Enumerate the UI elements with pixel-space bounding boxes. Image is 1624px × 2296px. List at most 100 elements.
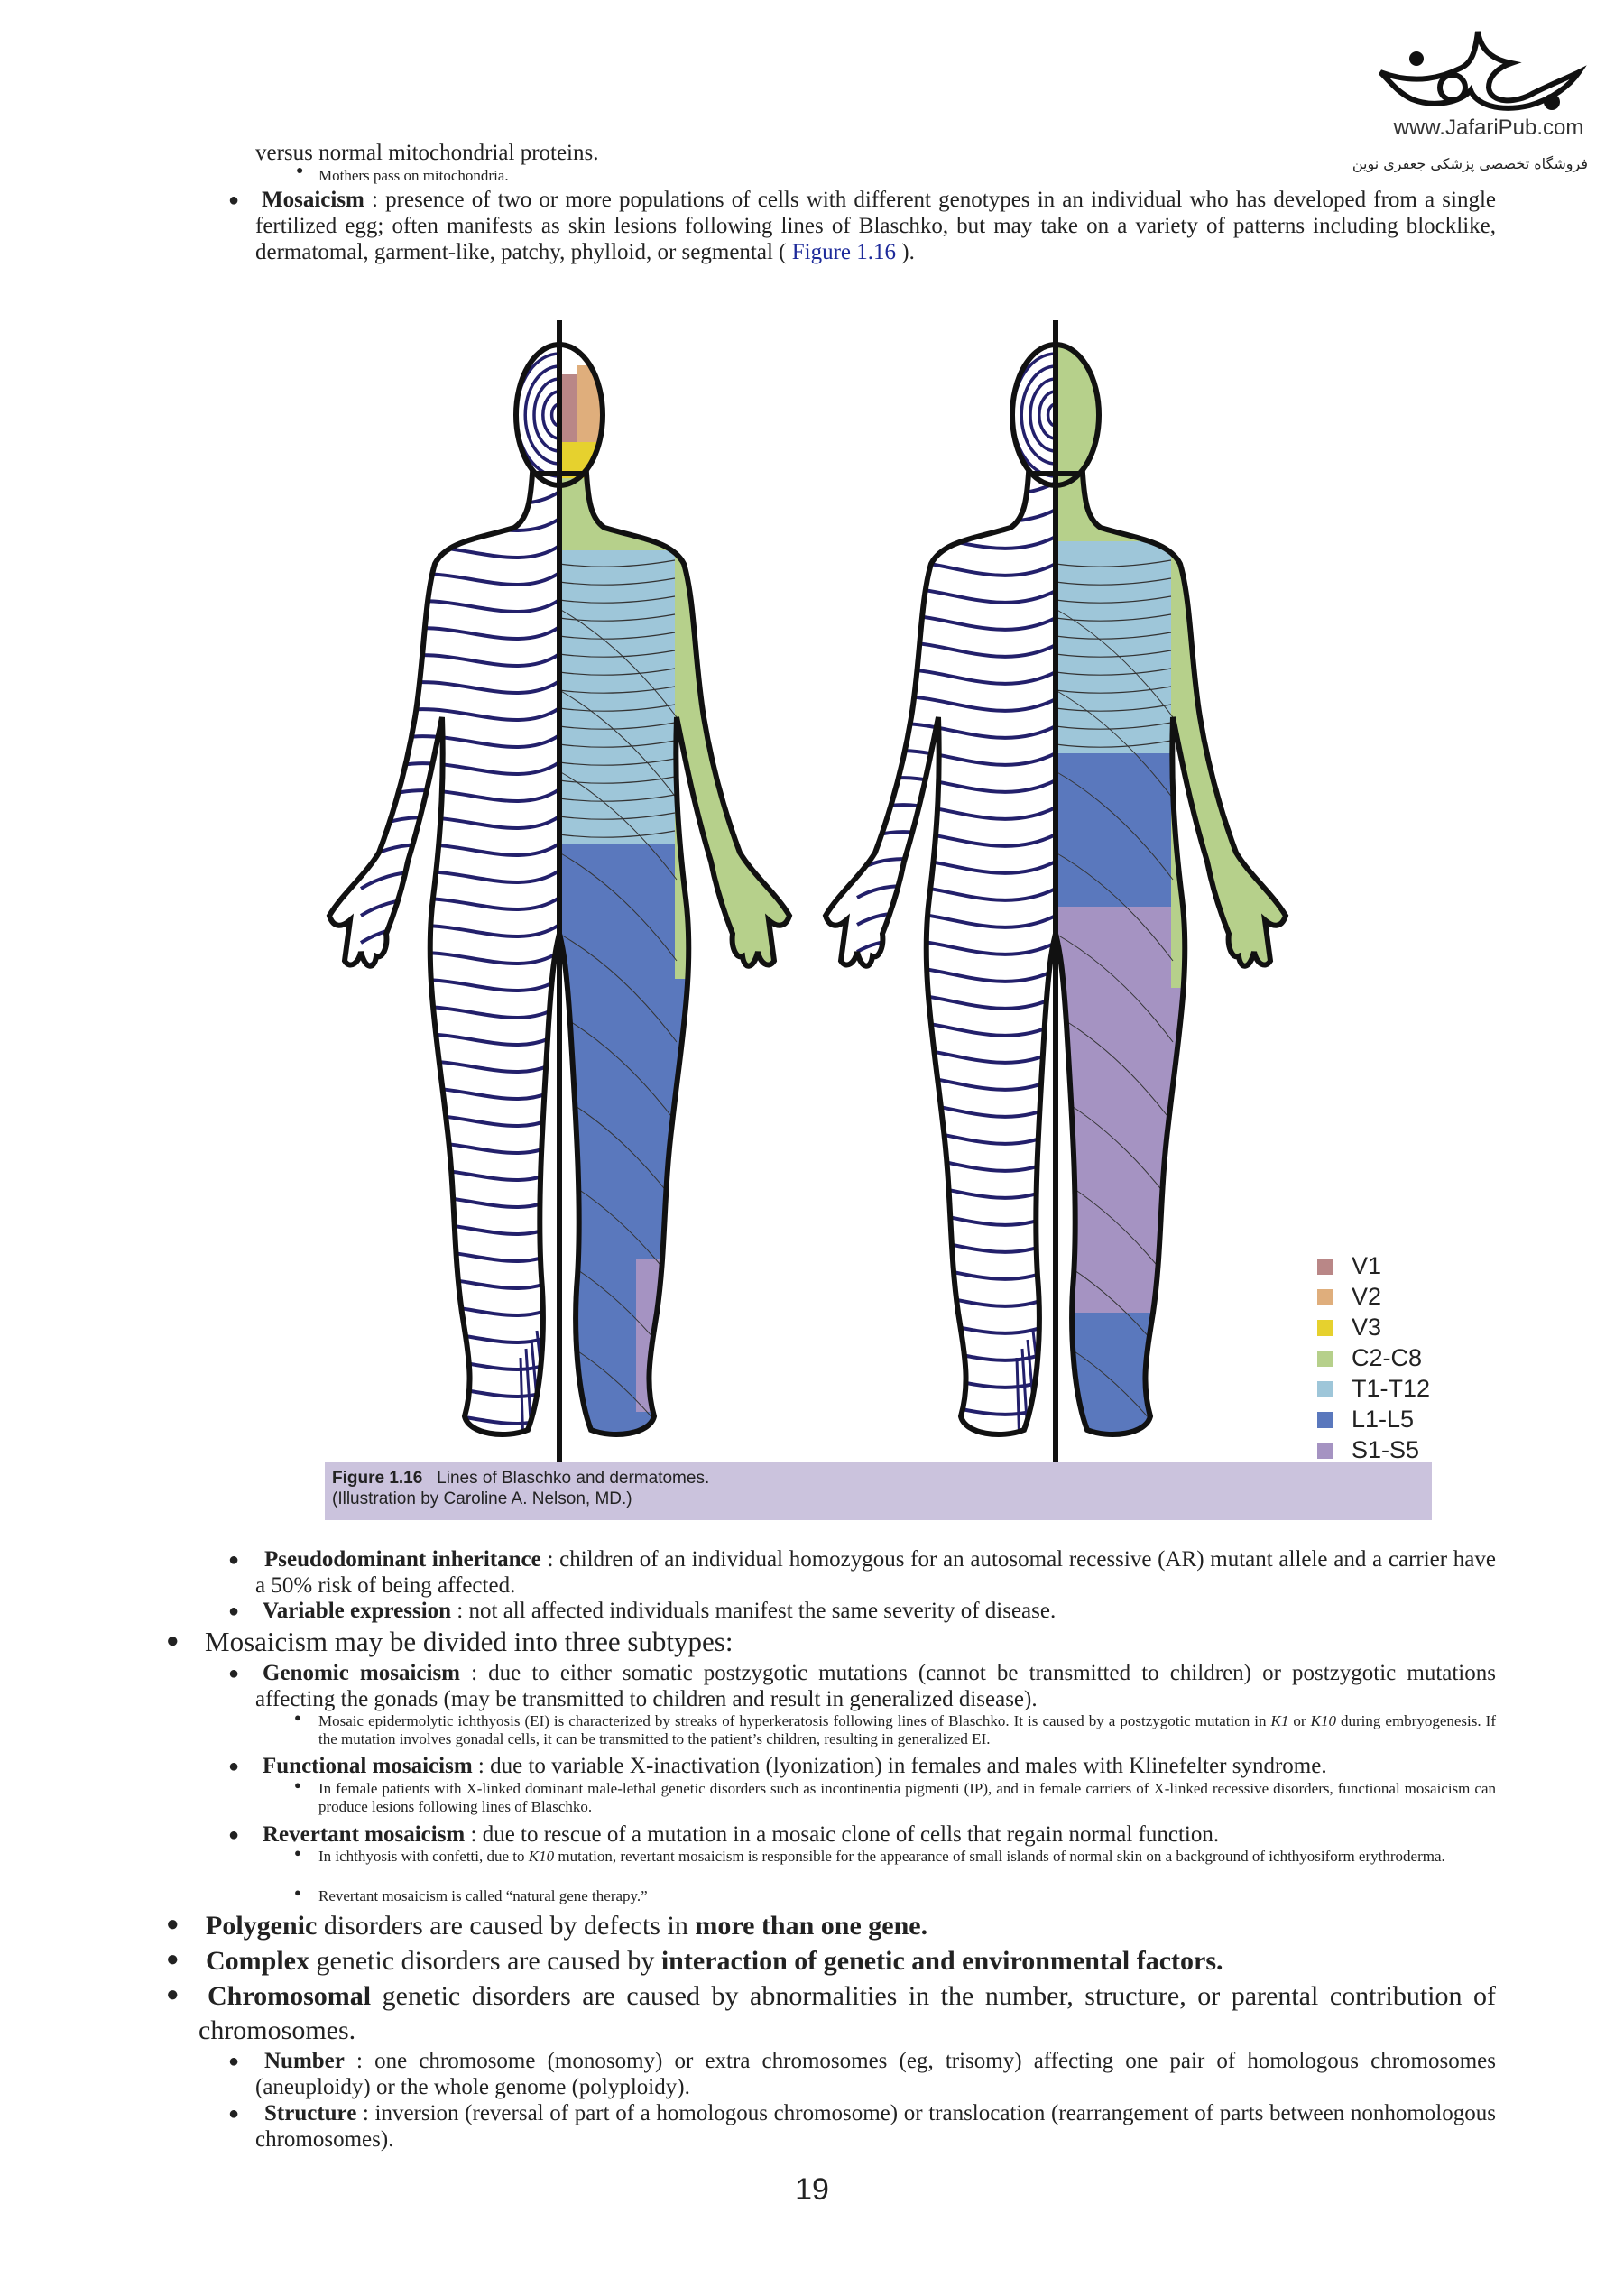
term: Revertant mosaicism [263, 1822, 466, 1847]
dermatome-line [558, 613, 676, 622]
term: Mosaicism [262, 188, 364, 212]
revertant-sub-item: In ichthyosis with confetti, due to K10 … [318, 1848, 1496, 1866]
legend-label: L1-L5 [1352, 1406, 1415, 1433]
item-text: genetic disorders are caused by [309, 1946, 661, 1976]
polygenic-item: Polygenic disorders are caused by defect… [206, 1909, 927, 1943]
genomic-sub-item: Mosaic epidermolytic ichthyosis (EI) is … [318, 1712, 1496, 1748]
mosaicism-definition: Mosaicism : presence of two or more popu… [255, 187, 1496, 265]
legend-item-t1-t12: T1-T12 [1317, 1375, 1430, 1403]
bullet-icon: ● [294, 1846, 301, 1859]
dermatome-line [558, 668, 676, 676]
figure-link[interactable]: Figure 1.16 [791, 240, 897, 264]
revertant-sub-item-2: Revertant mosaicism is called “natural g… [318, 1887, 648, 1904]
dermatome-line [1055, 686, 1172, 694]
blaschko-line [361, 1439, 559, 1457]
bullet-icon: ● [228, 1550, 240, 1570]
dermatome-line [558, 689, 678, 799]
page-number: 19 [795, 2172, 829, 2207]
legend-label: V1 [1352, 1252, 1382, 1279]
dermatome-t1-t12 [1056, 537, 1175, 753]
legend-swatch [1317, 1319, 1333, 1336]
variable-expression-item: Variable expression : not all affected i… [263, 1598, 1056, 1624]
bullet-icon: ● [228, 1664, 240, 1683]
figure-label: Figure 1.16 [332, 1469, 423, 1488]
dermatome-line [1055, 689, 1174, 799]
bullet-icon: ● [228, 2104, 240, 2124]
gene: K10 [528, 1848, 555, 1865]
dermatome-line [558, 577, 676, 586]
subtypes-heading: Mosaicism may be divided into three subt… [205, 1626, 734, 1657]
dermatome-line [1055, 632, 1172, 640]
intro-line: versus normal mitochondrial proteins. [255, 141, 599, 165]
dermatome-line [558, 758, 676, 766]
term: Chromosomal [208, 1981, 372, 2011]
dermatome-line [558, 1014, 678, 1124]
legend-label: T1-T12 [1352, 1375, 1431, 1402]
blaschko-line [549, 402, 559, 428]
legend-swatch [1317, 1380, 1333, 1397]
blaschko-line [1038, 390, 1056, 440]
figure-credit: (Illustration by Caroline A. Nelson, MD.… [332, 1489, 632, 1508]
dermatome-line [558, 559, 676, 567]
bullet-icon: ● [294, 1778, 301, 1792]
gene: K10 [1310, 1712, 1336, 1729]
bullet-icon: ● [166, 1983, 180, 2006]
dermatome-line [558, 794, 676, 802]
emphasis: more than one gene. [695, 1911, 928, 1941]
legend-item-c2-c8: C2-C8 [1317, 1344, 1422, 1372]
item-text: : due to variable X-inactivation (lyoniz… [472, 1754, 1327, 1778]
legend-swatch [1317, 1442, 1333, 1459]
blaschko-line [856, 911, 1056, 929]
blaschko-line [1020, 364, 1056, 466]
publisher-logo [1362, 23, 1597, 113]
dermatome-line [1055, 668, 1172, 676]
dermatome-v1 [559, 374, 577, 447]
emphasis: interaction of genetic and environmental… [660, 1946, 1223, 1976]
dermatome-l1-l5 [559, 844, 789, 1434]
dermatome-line [1055, 608, 1174, 718]
term: Variable expression [263, 1599, 452, 1623]
item-text: disorders are caused by defects in [317, 1911, 696, 1941]
item-text: : due to rescue of a mutation in a mosai… [465, 1822, 1220, 1847]
legend-label: V2 [1352, 1283, 1382, 1310]
term: Complex [206, 1946, 309, 1976]
pseudodominant-item: Pseudodominant inheritance : children of… [255, 1546, 1496, 1599]
legend-label: C2-C8 [1352, 1344, 1423, 1371]
intro-sub: Mothers pass on mitochondria. [318, 167, 509, 184]
dermatome-line [558, 770, 678, 881]
dermatome-line [1055, 1014, 1174, 1124]
dermatome-line [558, 852, 678, 962]
genomic-mosaicism-item: Genomic mosaicism : due to either somati… [255, 1660, 1496, 1712]
dermatome-c2-c8 [559, 474, 789, 550]
legend-item-v1: V1 [1317, 1252, 1381, 1280]
dermatome-line [1055, 770, 1174, 881]
legend-swatch [1317, 1350, 1333, 1367]
item-text: mutation, revertant mosaicism is respons… [554, 1848, 1445, 1865]
bullet-icon: ● [294, 1886, 301, 1899]
dermatome-s1-s5 [1056, 898, 1286, 1331]
term: Polygenic [206, 1911, 318, 1941]
bullet-icon: ● [166, 1629, 180, 1653]
dermatome-line [1055, 740, 1172, 748]
blaschko-line [856, 884, 1056, 902]
functional-sub-item: In female patients with X-linked dominan… [318, 1780, 1496, 1815]
item-text: Mosaic epidermolytic ichthyosis (EI) is … [318, 1712, 1271, 1729]
term: Pseudodominant inheritance [264, 1547, 541, 1572]
dermatome-line [558, 704, 676, 712]
definition-end: ). [896, 240, 915, 264]
bullet-icon: ● [166, 1948, 180, 1971]
dermatome-line [558, 740, 676, 748]
bullet-icon: ● [294, 1710, 301, 1724]
dermatome-line [1055, 613, 1172, 622]
figure-title: Lines of Blaschko and dermatomes. [437, 1469, 710, 1488]
legend-label: S1-S5 [1352, 1436, 1420, 1463]
item-text: : one chromosome (monosomy) or extra chr… [255, 2049, 1496, 2099]
dermatome-line [558, 595, 676, 604]
item-text: In ichthyosis with confetti, due to [318, 1848, 529, 1865]
bullet-icon: ● [228, 1825, 240, 1845]
blaschko-line [541, 390, 559, 440]
blaschko-line [359, 896, 559, 917]
dermatome-line [1055, 852, 1174, 962]
body-fill [826, 345, 1286, 1434]
term: Structure [264, 2101, 357, 2125]
